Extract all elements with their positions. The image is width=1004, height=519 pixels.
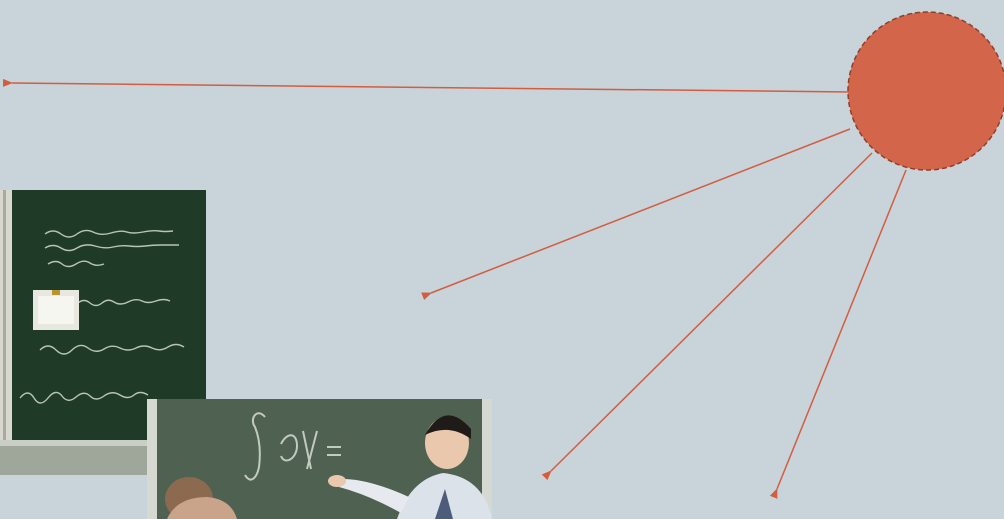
chalkboard-photo-teacher: [147, 399, 492, 519]
sun-circle: [847, 11, 1004, 171]
arrow-mid-down: [541, 152, 873, 481]
arrow-down: [769, 169, 907, 499]
chalkboard-photo-equations: [0, 190, 206, 475]
arrow-left: [2, 78, 852, 93]
chalkboard-equations-image: [0, 190, 206, 475]
chalkboard-teacher-image: [147, 399, 492, 519]
arrow-mid-left: [421, 128, 851, 301]
